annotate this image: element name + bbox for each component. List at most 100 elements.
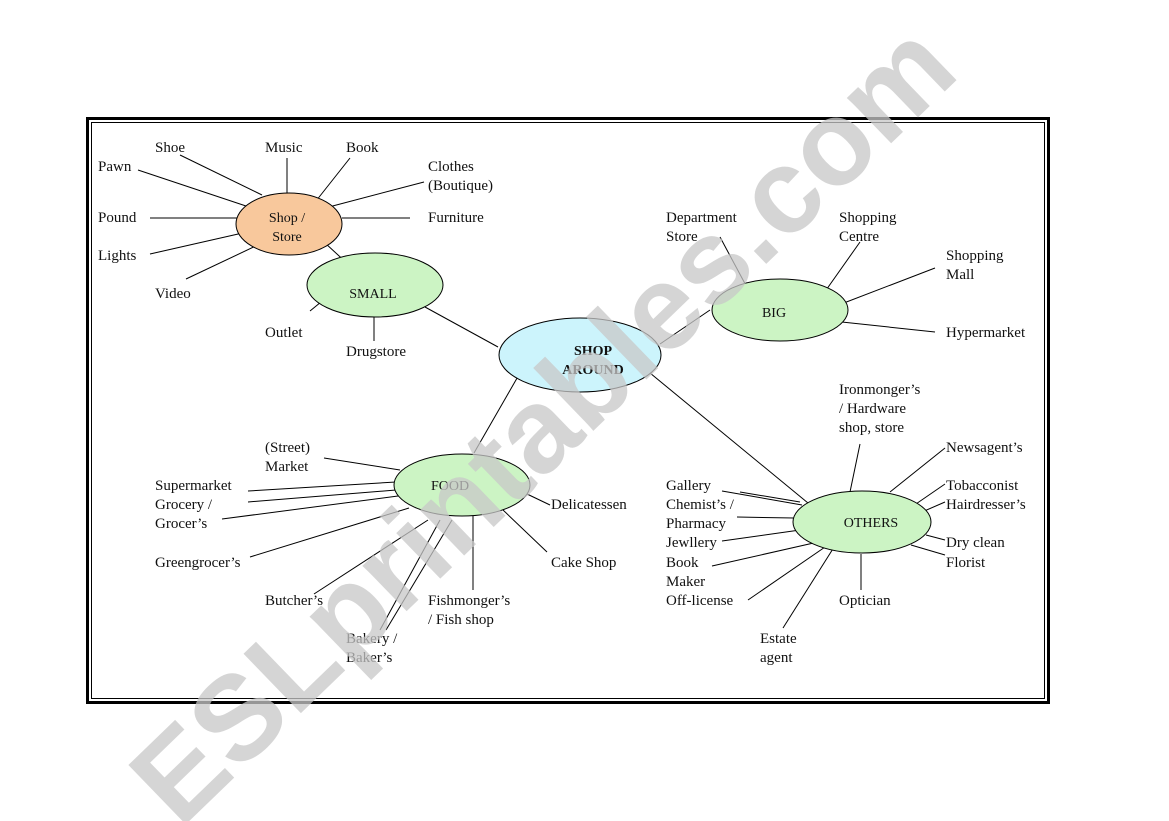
- label-offlicense-line: Off-license: [666, 593, 734, 609]
- label-outlet: Outlet: [265, 325, 303, 341]
- label-fishmonger-line: Fishmonger’s: [428, 593, 510, 609]
- others-node: [792, 490, 932, 554]
- label-butcher-line: Butcher’s: [265, 593, 323, 609]
- label-pawn-line: Pawn: [98, 159, 132, 175]
- label-pound-line: Pound: [98, 210, 137, 226]
- label-newsagent-line: Newsagent’s: [946, 440, 1023, 456]
- label-hypermarket: Hypermarket: [946, 325, 1026, 341]
- shop-store-label-line: Store: [272, 230, 302, 245]
- label-clothes-line: (Boutique): [428, 178, 493, 194]
- label-offlicense: Off-license: [666, 593, 734, 609]
- label-gallery: Gallery: [666, 478, 711, 494]
- center-node: [498, 317, 662, 393]
- label-department-line: Store: [666, 229, 698, 245]
- label-delicatessen: Delicatessen: [551, 497, 627, 513]
- spoke-bakery-2: [385, 519, 453, 631]
- label-greengrocer: Greengrocer’s: [155, 555, 241, 571]
- small-node: [306, 252, 444, 318]
- connector-lines: [137, 154, 946, 631]
- label-estate-line: agent: [760, 650, 793, 666]
- label-chemist-line: Chemist’s /: [666, 497, 735, 513]
- link-center-others: [649, 372, 809, 504]
- label-shoe: Shoe: [155, 140, 185, 156]
- label-newsagent: Newsagent’s: [946, 440, 1023, 456]
- label-bakery-line: Bakery /: [346, 631, 398, 647]
- label-book-line: Book: [346, 140, 379, 156]
- outer-frame: [86, 117, 1050, 704]
- label-music: Music: [265, 140, 303, 156]
- spoke-book: [315, 157, 351, 202]
- label-hairdresser: Hairdresser’s: [946, 497, 1026, 513]
- center-label-line: AROUND: [562, 363, 623, 378]
- big-label-line: BIG: [762, 306, 786, 321]
- shop-store-label-line: Shop /: [269, 211, 305, 226]
- label-optician-line: Optician: [839, 593, 891, 609]
- spoke-shopping-centre: [823, 241, 861, 294]
- spoke-pawn: [137, 169, 247, 207]
- label-shopping-mall-line: Shopping: [946, 248, 1004, 264]
- label-estate-line: Estate: [760, 631, 797, 647]
- label-lights: Lights: [98, 248, 136, 264]
- spoke-grocery-1: [247, 489, 397, 503]
- label-supermarket-line: Supermarket: [155, 478, 232, 494]
- inner-frame: [91, 122, 1045, 699]
- label-market-line: Market: [265, 459, 309, 475]
- spoke-gallery: [721, 490, 803, 506]
- spoke-lights: [149, 231, 248, 255]
- label-clothes: Clothes(Boutique): [428, 159, 493, 194]
- spoke-tobacconist: [912, 483, 946, 507]
- label-ironmonger-line: shop, store: [839, 420, 904, 436]
- spoke-bakery-1: [379, 519, 441, 631]
- others-label: OTHERS: [844, 516, 898, 531]
- label-tobacconist: Tobacconist: [946, 478, 1019, 494]
- link-center-big: [659, 309, 711, 345]
- label-jewllery: Jewllery: [666, 535, 717, 551]
- label-lights-line: Lights: [98, 248, 136, 264]
- label-bookmaker-line: Maker: [666, 574, 705, 590]
- shop-store-node: [235, 192, 343, 256]
- label-grocery-line: Grocery /: [155, 497, 213, 513]
- label-dryclean-line: Dry clean: [946, 535, 1005, 551]
- label-jewllery-line: Jewllery: [666, 535, 717, 551]
- label-furniture: Furniture: [428, 210, 484, 226]
- label-florist-line: Florist: [946, 555, 986, 571]
- label-furniture-line: Furniture: [428, 210, 484, 226]
- label-greengrocer-line: Greengrocer’s: [155, 555, 241, 571]
- spoke-shopping-mall: [835, 267, 936, 307]
- spoke-dryclean: [925, 534, 946, 541]
- label-shopping-centre-line: Shopping: [839, 210, 897, 226]
- shop-store-label: Shop / Store: [269, 211, 305, 245]
- spoke-newsagent: [889, 447, 946, 493]
- label-outlet-line: Outlet: [265, 325, 303, 341]
- food-label: FOOD: [431, 479, 469, 494]
- label-video-line: Video: [155, 286, 191, 302]
- spoke-market: [323, 457, 401, 471]
- label-estate: Estate agent: [760, 631, 797, 666]
- label-cake-line: Cake Shop: [551, 555, 616, 571]
- food-node: [393, 453, 531, 517]
- label-drugstore-line: Drugstore: [346, 344, 406, 360]
- label-tobacconist-line: Tobacconist: [946, 478, 1019, 494]
- label-chemist: Chemist’s /: [666, 497, 735, 513]
- label-shopping-centre-line: Centre: [839, 229, 879, 245]
- spoke-grocery-2: [221, 495, 399, 520]
- label-market: (Street)Market: [265, 440, 310, 475]
- spoke-florist: [910, 544, 946, 556]
- spoke-greengrocer: [249, 507, 410, 558]
- food-label-line: FOOD: [431, 479, 469, 494]
- others-label-line: OTHERS: [844, 516, 898, 531]
- label-supermarket: Supermarket: [155, 478, 232, 494]
- label-fishmonger: Fishmonger’s/ Fish shop: [428, 593, 510, 628]
- spoke-cake: [502, 509, 548, 553]
- big-label: BIG: [762, 306, 786, 321]
- link-center-small: [424, 306, 499, 348]
- spoke-supermarket: [247, 481, 397, 492]
- label-book: Book: [346, 140, 379, 156]
- label-cake: Cake Shop: [551, 555, 616, 571]
- label-dryclean: Dry clean: [946, 535, 1005, 551]
